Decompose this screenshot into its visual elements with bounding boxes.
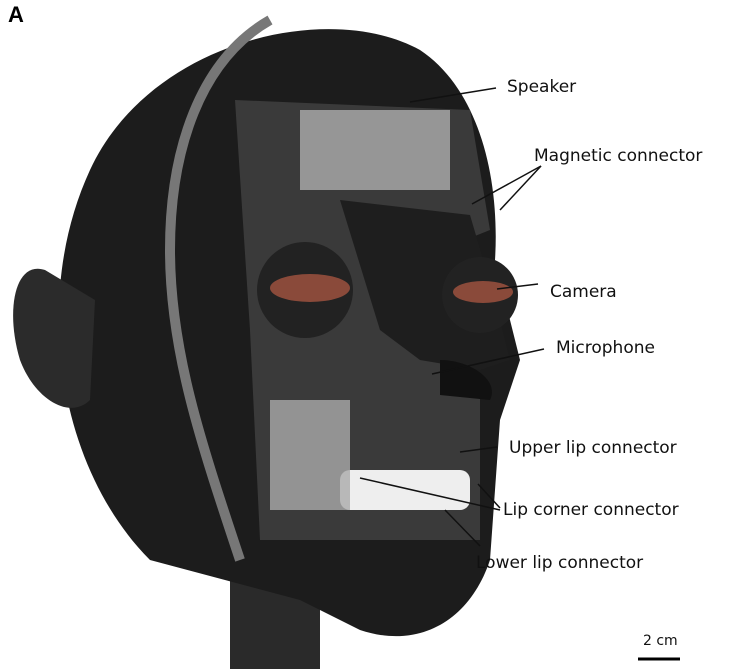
mechanism-frame (300, 110, 450, 190)
camera-line (496, 283, 539, 290)
label-upper-lip-connector: Upper lip connector (509, 438, 677, 458)
microphone-line (431, 348, 545, 375)
speaker-line (409, 87, 497, 103)
lower-lip-line (444, 509, 481, 547)
lip-mechanism (270, 400, 350, 510)
magnetic-line-1 (471, 165, 542, 205)
label-camera: Camera (550, 282, 617, 302)
upper-lip-line (459, 446, 498, 453)
label-lower-lip-connector: Lower lip connector (476, 553, 644, 573)
label-microphone: Microphone (556, 338, 655, 358)
lip-corner-line-1 (477, 483, 501, 509)
ear (13, 268, 95, 408)
label-lip-corner-connector: Lip corner connector (503, 500, 679, 520)
scale-bar-label: 2 cm (643, 633, 678, 649)
label-speaker: Speaker (507, 77, 577, 97)
lip-corner-line-2 (359, 477, 501, 511)
magnetic-line-2 (499, 165, 542, 211)
panel-label: A (8, 2, 24, 27)
side-stripe (164, 15, 273, 562)
label-magnetic-connector: Magnetic connector (534, 146, 703, 166)
teeth (340, 470, 470, 510)
leader-lines (359, 87, 545, 547)
left-iris (270, 274, 350, 302)
right-iris (453, 281, 513, 303)
